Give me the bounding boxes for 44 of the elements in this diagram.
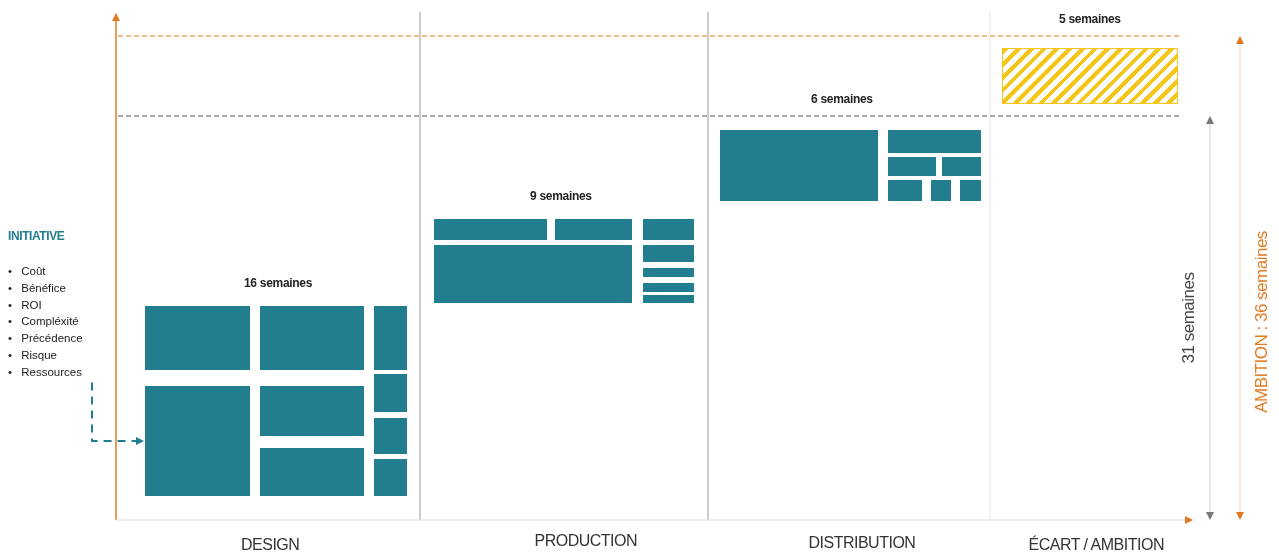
- duration-label: 5 semaines: [1059, 12, 1121, 26]
- heading: INITIATIVE: [8, 229, 65, 243]
- phase-label: ÉCART / AMBITION: [1028, 536, 1164, 553]
- task-block: [555, 219, 632, 240]
- dimension-label: 31 semaines: [1178, 272, 1199, 364]
- task-block: [643, 219, 694, 240]
- list-item: • Précédence: [8, 331, 83, 347]
- task-block: [260, 386, 364, 436]
- task-block: [145, 386, 250, 496]
- task-block: [960, 180, 981, 201]
- list-item: • Compléxité: [8, 314, 79, 330]
- task-block: [888, 180, 922, 201]
- task-block: [643, 295, 694, 303]
- task-block: [931, 180, 951, 201]
- list-item: • Coût: [8, 264, 46, 279]
- task-block: [434, 219, 547, 240]
- task-block: [888, 157, 936, 176]
- list-item: • Ressources: [8, 364, 82, 380]
- task-block: [374, 459, 407, 496]
- duration-label: 16 semaines: [244, 276, 313, 290]
- task-block: [374, 418, 407, 454]
- task-block: [260, 306, 364, 370]
- task-block: [643, 245, 694, 262]
- task-block: [643, 268, 694, 277]
- task-block: [260, 448, 364, 496]
- task-block: [145, 306, 250, 370]
- task-block: [942, 157, 981, 176]
- task-block: [643, 283, 694, 292]
- task-block: [374, 374, 407, 412]
- list-item: • Risque: [8, 348, 58, 363]
- task-block: [720, 130, 878, 201]
- arrow: [91, 381, 144, 445]
- phase-label: DESIGN: [241, 536, 300, 553]
- duration-label: 6 semaines: [811, 92, 873, 106]
- duration-label: 9 semaines: [530, 189, 592, 203]
- list-item: • Bénéfice: [8, 280, 66, 296]
- task-block: [434, 245, 632, 303]
- dimension-label: AMBITION : 36 semaines: [1251, 231, 1272, 413]
- task-block: [374, 306, 407, 370]
- phase-label: DISTRIBUTION: [808, 534, 916, 552]
- task-block: [888, 130, 981, 153]
- list-item: • ROI: [8, 297, 42, 313]
- hatched-block: [1002, 48, 1178, 104]
- phase-label: PRODUCTION: [534, 532, 638, 550]
